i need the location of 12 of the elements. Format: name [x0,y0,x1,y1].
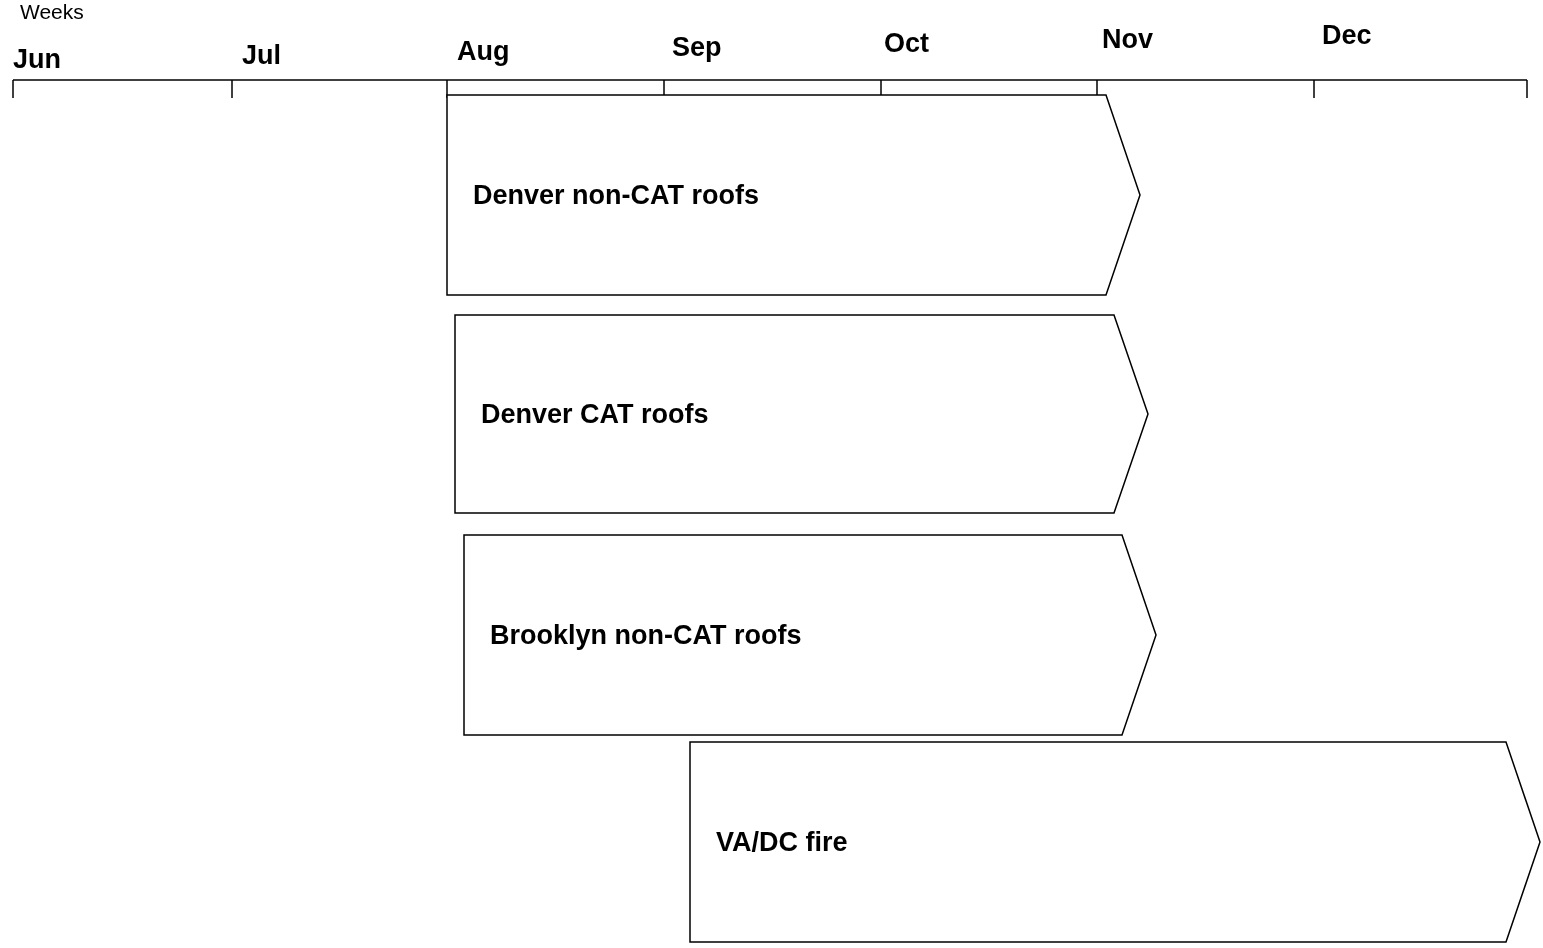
month-label: Dec [1322,20,1372,51]
task-label: Brooklyn non-CAT roofs [490,619,802,651]
month-label: Sep [672,32,722,63]
task-label: VA/DC fire [716,826,848,858]
month-label: Aug [457,36,510,67]
month-label: Nov [1102,24,1153,55]
axis-title: Weeks [20,0,84,24]
task-label: Denver CAT roofs [481,398,709,430]
month-label: Jun [13,44,61,75]
task-label: Denver non-CAT roofs [473,179,759,211]
month-label: Oct [884,28,929,59]
month-label: Jul [242,40,281,71]
